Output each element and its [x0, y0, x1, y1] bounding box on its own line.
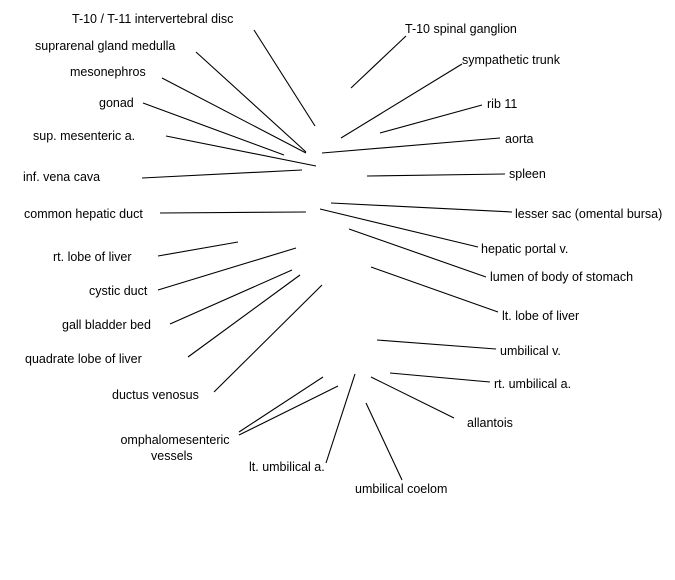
leader-rt-umbilical-a — [389, 372, 491, 383]
leader-umbilical-v — [376, 339, 497, 350]
label-lt-lobe-liver: lt. lobe of liver — [502, 309, 580, 323]
label-sympathetic-trunk: sympathetic trunk — [462, 53, 560, 67]
label-omphalomesenteric-line1: omphalomesenteric — [120, 433, 230, 447]
leader-gall-bladder-bed — [169, 269, 293, 325]
label-suprarenal-medulla: suprarenal gland medulla — [35, 39, 176, 53]
leader-gonad — [142, 102, 285, 156]
label-spleen: spleen — [509, 167, 546, 181]
label-allantois: allantois — [467, 416, 513, 430]
leader-sup-mesenteric — [165, 135, 317, 167]
label-t10-t11-disc: T-10 / T-11 intervertebral disc — [72, 12, 234, 26]
label-mesonephros: mesonephros — [70, 65, 146, 79]
label-rt-lobe-liver: rt. lobe of liver — [53, 250, 132, 264]
leader-suprarenal-medulla — [195, 51, 307, 153]
label-hepatic-portal-v: hepatic portal v. — [481, 242, 569, 256]
leader-omphalomesenteric-1 — [238, 376, 324, 433]
label-rib-11: rib 11 — [487, 97, 518, 111]
label-t10-spinal-ganglion: T-10 spinal ganglion — [405, 22, 517, 36]
label-sup-mesenteric: sup. mesenteric a. — [33, 129, 136, 143]
leader-ductus-venosus — [213, 284, 323, 393]
label-aorta: aorta — [505, 132, 534, 146]
label-gall-bladder-bed: gall bladder bed — [62, 318, 151, 332]
leader-rib-11 — [379, 104, 483, 134]
label-common-hepatic-duct: common hepatic duct — [24, 207, 143, 221]
label-ductus-venosus: ductus venosus — [112, 388, 199, 402]
leader-lesser-sac — [330, 202, 513, 213]
leader-hepatic-portal-v — [319, 208, 479, 248]
leader-lt-umbilical-a — [325, 373, 356, 464]
label-omphalomesenteric-line2: vessels — [151, 449, 193, 463]
label-quadrate-lobe: quadrate lobe of liver — [25, 352, 142, 366]
label-lumen-stomach: lumen of body of stomach — [490, 270, 634, 284]
leader-quadrate-lobe — [187, 274, 301, 358]
label-umbilical-v: umbilical v. — [500, 344, 561, 358]
leader-sympathetic-trunk — [340, 63, 463, 139]
leader-allantois — [370, 376, 455, 419]
leader-spleen — [366, 173, 506, 177]
leader-mesonephros — [161, 77, 307, 154]
leader-cystic-duct — [157, 247, 297, 291]
leader-umbilical-coelom — [365, 402, 403, 481]
leader-common-hepatic-duct — [159, 211, 307, 214]
label-rt-umbilical-a: rt. umbilical a. — [494, 377, 572, 391]
leader-inf-vena-cava — [141, 169, 303, 179]
leader-t10-spinal-ganglion — [350, 35, 407, 89]
leader-lumen-stomach — [348, 228, 487, 278]
leader-aorta — [321, 137, 501, 154]
label-cystic-duct: cystic duct — [89, 284, 148, 298]
label-lt-umbilical-a: lt. umbilical a. — [249, 460, 325, 474]
leader-rt-lobe-liver — [157, 241, 239, 257]
leader-t10-t11-disc — [253, 29, 316, 127]
leader-lt-lobe-liver — [370, 266, 499, 313]
leader-omphalomesenteric-2 — [238, 385, 339, 436]
label-umbilical-coelom: umbilical coelom — [355, 482, 448, 496]
label-lesser-sac: lesser sac (omental bursa) — [515, 207, 663, 221]
label-omphalomesenteric-vessels: omphalomesenteric vessels — [111, 432, 239, 464]
label-gonad: gonad — [99, 96, 134, 110]
label-inf-vena-cava: inf. vena cava — [23, 170, 101, 184]
